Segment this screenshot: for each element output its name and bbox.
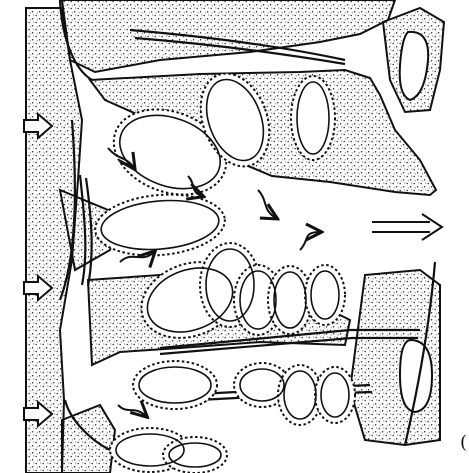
corner-marker: ( — [460, 432, 467, 453]
glandular-lobes — [93, 64, 355, 473]
lobe — [93, 189, 228, 260]
lower-capsule-cavity — [400, 340, 432, 412]
lobe — [133, 361, 217, 409]
connective-tissue — [26, 0, 444, 473]
outflow-arrow — [372, 214, 442, 240]
bottom-left — [62, 405, 115, 473]
top-band — [62, 0, 395, 72]
